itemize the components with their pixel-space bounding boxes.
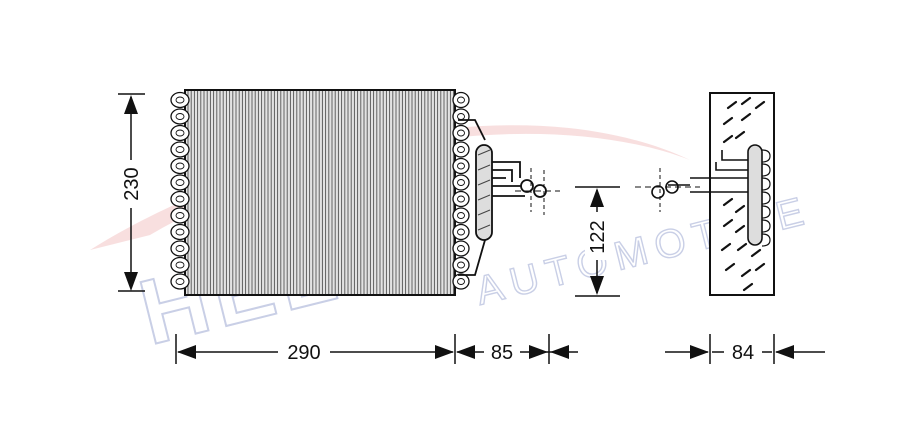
side-slot: [726, 100, 738, 110]
return-bend-left: [170, 190, 190, 208]
side-bend: [761, 219, 771, 233]
side-slot: [720, 242, 732, 252]
side-slot: [754, 100, 766, 110]
side-manifold-tube: [747, 144, 763, 246]
core-fins: [187, 91, 455, 294]
core-left-return-bends: [170, 91, 190, 290]
return-bend-right: [452, 256, 470, 274]
return-bend-right-inner: [457, 228, 465, 236]
side-view: [635, 92, 775, 296]
side-slot: [750, 248, 762, 258]
return-bend-right: [452, 157, 470, 175]
side-bend: [761, 205, 771, 219]
dimension-width: [175, 334, 578, 364]
pipe-port-1: [520, 179, 534, 193]
manifold-tube: [475, 144, 493, 241]
return-bend-left-inner: [175, 162, 185, 170]
return-bend-left: [170, 141, 190, 158]
side-slot: [734, 224, 746, 234]
return-bend-right: [452, 174, 470, 191]
return-bend-left-inner: [175, 228, 185, 236]
dimension-height: [118, 93, 145, 292]
return-bend-left-inner: [175, 146, 185, 153]
dimension-width-label: 290: [287, 342, 320, 364]
side-bend: [761, 233, 771, 247]
return-bend-left-inner: [175, 278, 185, 285]
side-slot: [722, 218, 734, 228]
return-bend-right-inner: [457, 129, 465, 137]
side-slot: [734, 204, 746, 214]
return-bend-right-inner: [457, 96, 465, 104]
return-bend-right-inner: [457, 162, 465, 170]
dimension-fitting-height: [575, 186, 620, 297]
return-bend-left-inner: [175, 129, 185, 137]
return-bend-right: [452, 223, 470, 241]
side-view-housing: [709, 92, 775, 296]
side-bend: [761, 191, 771, 205]
return-bend-right: [452, 124, 470, 142]
side-slot: [754, 262, 766, 272]
return-bend-right: [452, 91, 470, 109]
return-bend-right-inner: [457, 212, 465, 219]
dimension-side-depth-label: 84: [732, 342, 754, 364]
side-slot: [722, 197, 734, 207]
core-right-return-bends: [452, 91, 470, 290]
return-bend-left: [170, 223, 190, 241]
dimension-fitting-depth-label: 85: [491, 342, 513, 364]
return-bend-right-inner: [457, 261, 465, 269]
return-bend-right: [452, 273, 470, 290]
side-slot: [740, 268, 752, 278]
return-bend-right: [452, 190, 470, 208]
return-bend-right-inner: [457, 278, 465, 285]
side-slot: [740, 96, 752, 106]
return-bend-left: [170, 157, 190, 175]
return-bend-left-inner: [175, 179, 185, 186]
return-bend-right-inner: [457, 179, 465, 186]
side-bend: [761, 177, 771, 191]
return-bend-left-inner: [175, 212, 185, 219]
outlet-fitting: [458, 119, 560, 276]
return-bend-left: [170, 207, 190, 224]
return-bend-left-inner: [175, 96, 185, 104]
core-body: [184, 89, 456, 296]
return-bend-left: [170, 91, 190, 109]
return-bend-right-inner: [457, 146, 465, 153]
side-pipe-port-2: [651, 185, 665, 199]
return-bend-left-inner: [175, 245, 185, 252]
return-bend-left: [170, 256, 190, 274]
return-bend-right-inner: [457, 245, 465, 252]
return-bend-left: [170, 273, 190, 290]
side-bend: [761, 149, 771, 163]
side-view-slots: [720, 96, 771, 292]
return-bend-right: [452, 207, 470, 224]
evaporator-core: [170, 89, 470, 296]
side-slot: [722, 116, 734, 126]
return-bend-left-inner: [175, 261, 185, 269]
return-bend-left-inner: [175, 195, 185, 203]
dimension-fitting-height-label: 122: [587, 220, 609, 253]
return-bend-right: [452, 108, 470, 125]
return-bend-left: [170, 174, 190, 191]
return-bend-right: [452, 141, 470, 158]
side-slot: [722, 134, 734, 144]
side-slot: [742, 282, 754, 292]
side-slot: [724, 262, 736, 272]
side-slot: [736, 242, 748, 252]
side-bend: [761, 163, 771, 177]
dimension-side-depth: [665, 334, 825, 364]
return-bend-right-inner: [457, 195, 465, 203]
dimension-height-label: 230: [121, 167, 143, 200]
return-bend-left: [170, 240, 190, 257]
return-bend-left-inner: [175, 113, 185, 120]
side-slot: [734, 130, 746, 140]
return-bend-left: [170, 124, 190, 142]
return-bend-right: [452, 240, 470, 257]
return-bend-left: [170, 108, 190, 125]
side-slot: [740, 112, 752, 122]
